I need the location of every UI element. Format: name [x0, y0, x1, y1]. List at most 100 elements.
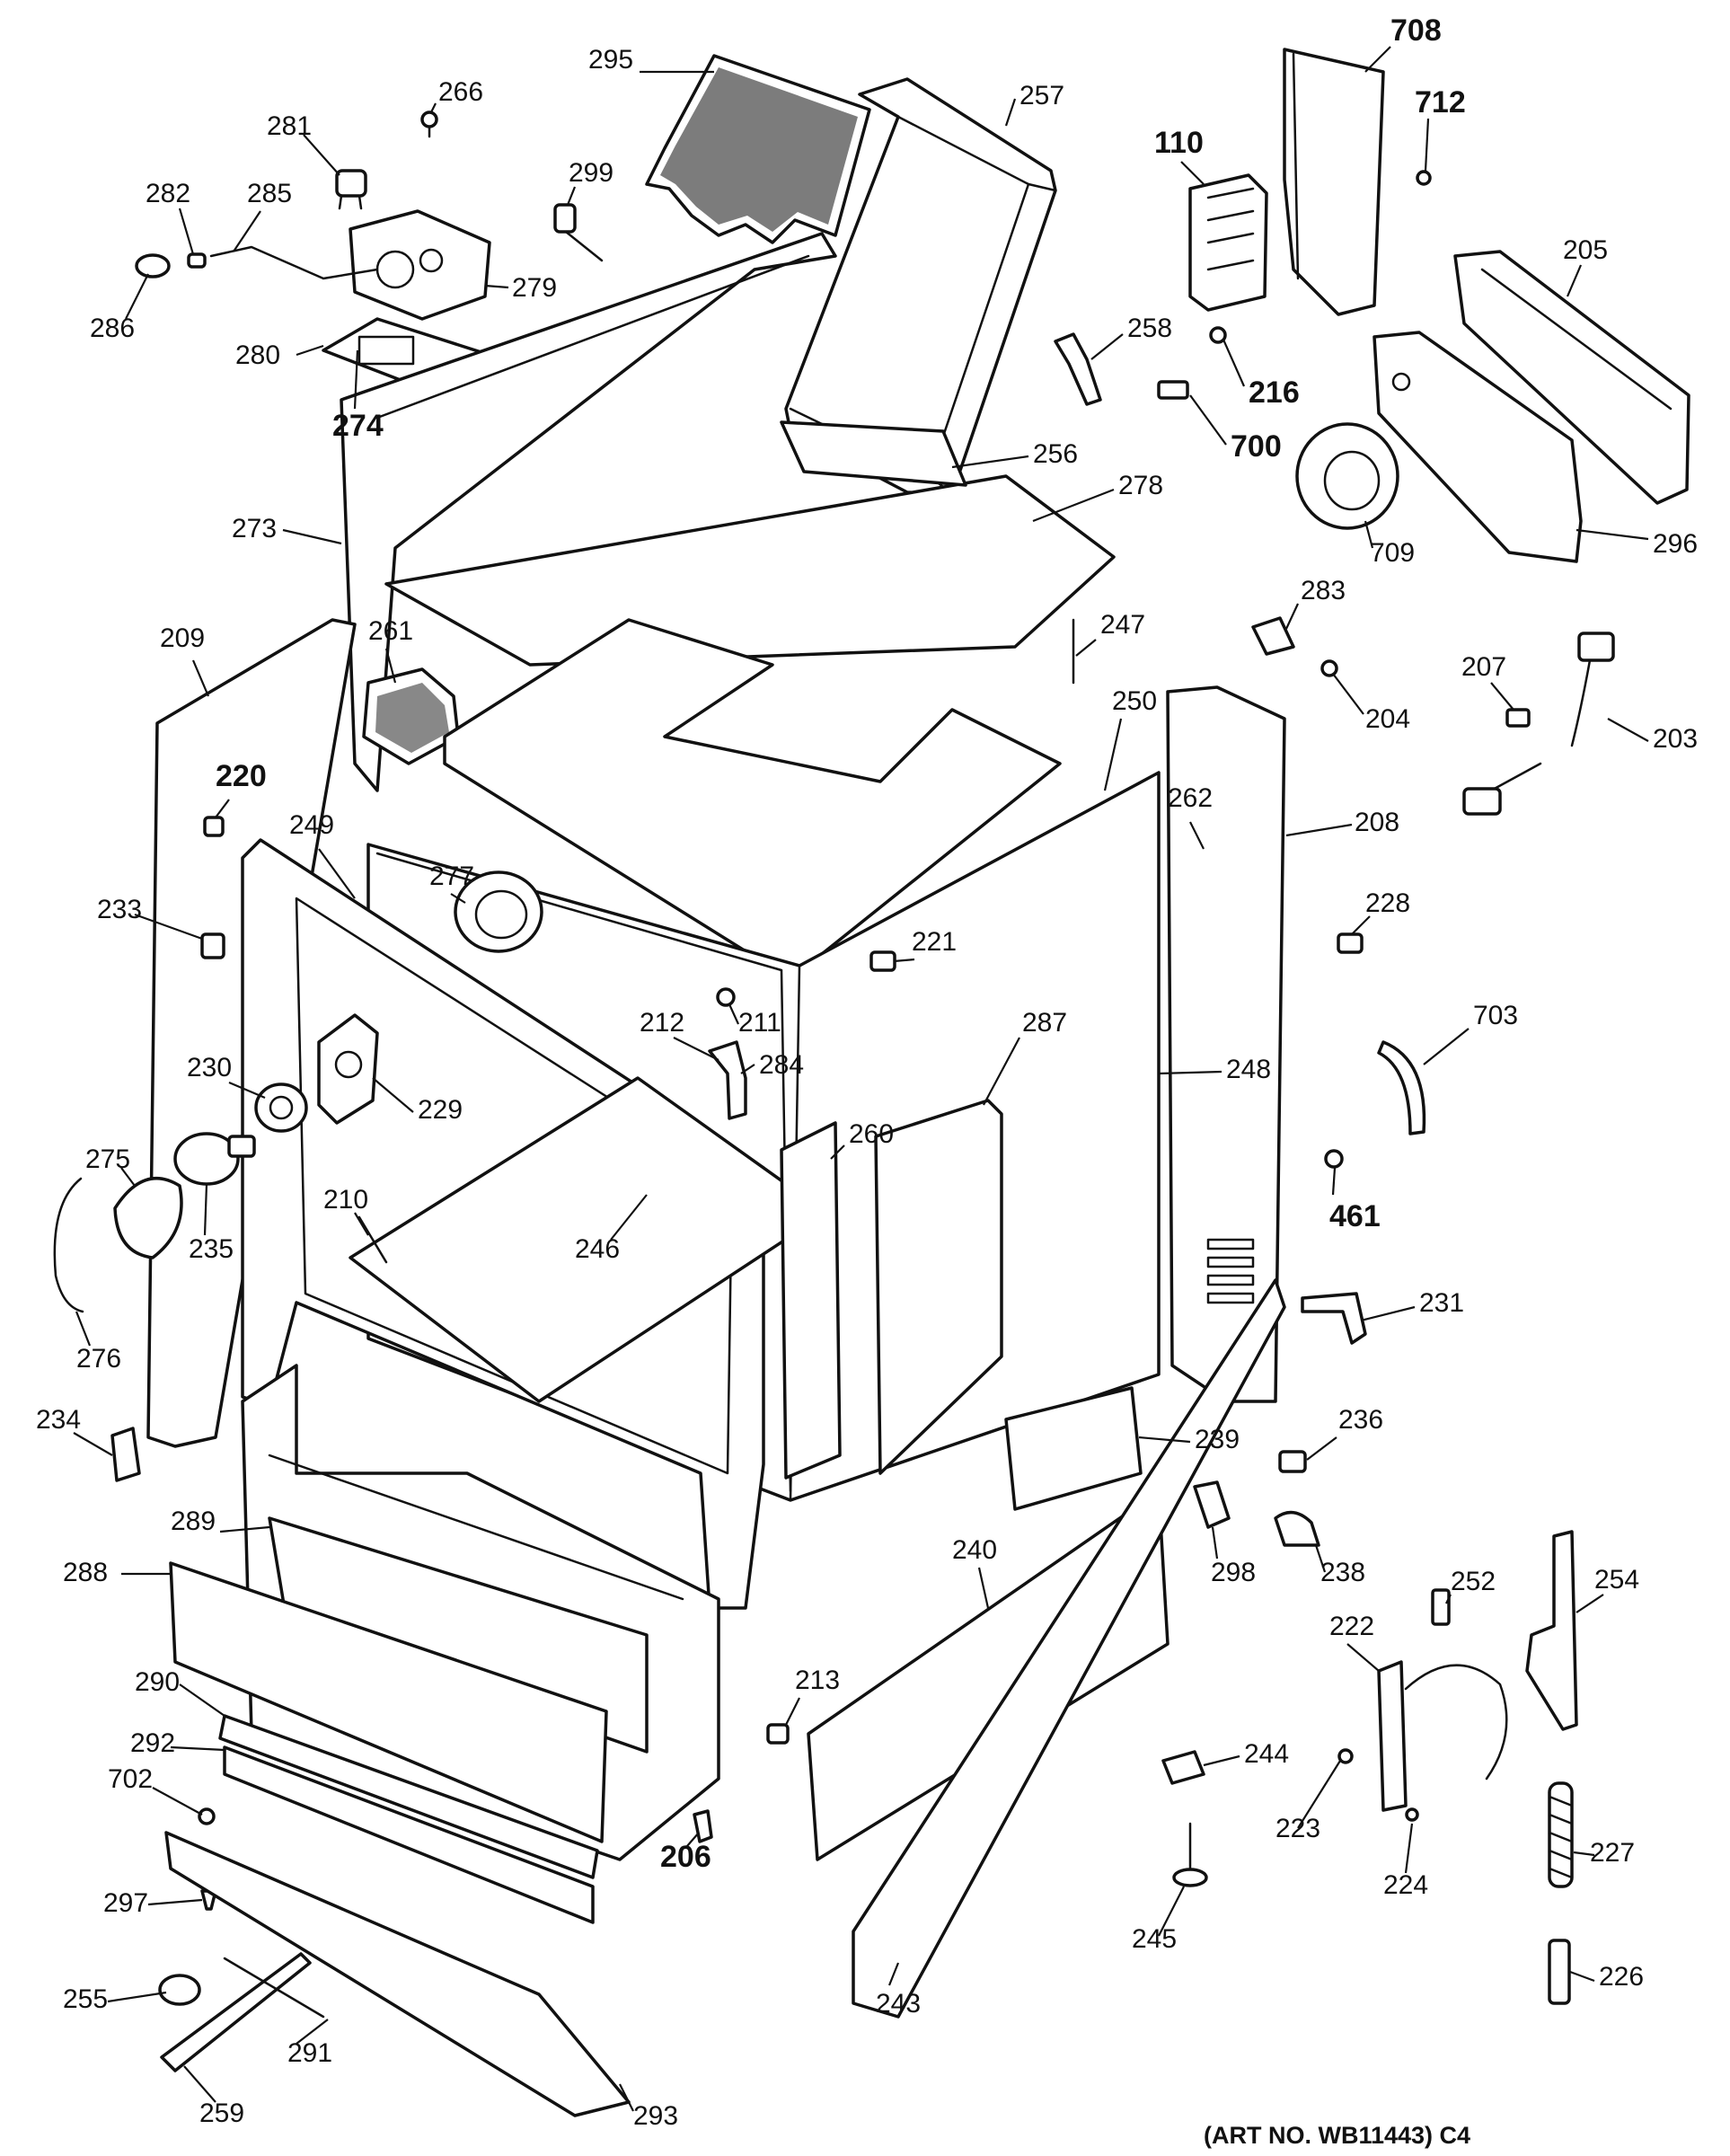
callout-280: 280: [235, 340, 280, 370]
callout-245: 245: [1132, 1924, 1177, 1954]
callout-223: 223: [1275, 1814, 1320, 1843]
callout-203: 203: [1653, 724, 1698, 754]
leader-line-227: [1573, 1851, 1595, 1857]
callout-210: 210: [323, 1185, 368, 1215]
leader-line-461: [1331, 1167, 1337, 1196]
leader-line-203: [1607, 718, 1649, 742]
callout-222: 222: [1329, 1612, 1374, 1641]
oven-top: [443, 618, 1062, 981]
parts-drawing: [53, 48, 1690, 2117]
callout-261: 261: [368, 616, 413, 646]
part-295-insulation-pad: [645, 54, 871, 244]
callout-282: 282: [146, 179, 190, 208]
leader-line-211: [728, 1003, 740, 1025]
part-244-bracket: [1161, 1750, 1205, 1785]
callout-231: 231: [1419, 1288, 1464, 1318]
part-702-nut: [198, 1807, 216, 1825]
part-224-washer: [1405, 1807, 1419, 1822]
part-222-hinge-arm: [1404, 1664, 1508, 1780]
callout-233: 233: [97, 895, 142, 924]
leader-line-297: [147, 1898, 203, 1906]
leader-line-284: [740, 1064, 755, 1074]
leader-line-712: [1424, 118, 1430, 172]
part-709-ring: [1295, 422, 1399, 530]
callout-220: 220: [216, 759, 267, 793]
callout-709: 709: [1370, 538, 1415, 568]
callout-702: 702: [108, 1764, 153, 1794]
part-288-drawer-front: [169, 1561, 608, 1843]
leader-line-244: [1203, 1754, 1240, 1767]
part-236-clip: [1278, 1450, 1307, 1473]
callout-235: 235: [189, 1234, 234, 1264]
leader-line-223: [1297, 1760, 1341, 1829]
callout-273: 273: [232, 514, 277, 543]
callout-262: 262: [1168, 783, 1213, 813]
part-256-gasket: [780, 420, 967, 487]
callout-238: 238: [1320, 1558, 1365, 1587]
leader-line-204: [1332, 673, 1364, 715]
callout-286: 286: [90, 314, 135, 343]
callout-247: 247: [1100, 610, 1145, 640]
part-276-wire-retainer: [53, 1177, 84, 1313]
callout-293: 293: [633, 2101, 678, 2131]
part-205-rear-bracket: [1453, 250, 1690, 505]
leader-line-254: [1576, 1594, 1604, 1613]
leader-line-275: [120, 1167, 136, 1187]
part-703-arc-bracket: [1377, 1040, 1426, 1135]
leader-line-703: [1423, 1028, 1470, 1065]
part-231-bracket: [1301, 1292, 1367, 1345]
part-290-drawer-rail: [218, 1714, 599, 1879]
leader-line-224: [1404, 1823, 1414, 1874]
part-283-clip: [1251, 616, 1295, 656]
leader-line-293: [619, 2083, 634, 2112]
callout-295: 295: [588, 45, 633, 75]
part-238-clamp: [1274, 1510, 1320, 1547]
part-287-panel: [874, 1099, 1003, 1475]
leader-line-216: [1222, 339, 1246, 387]
leader-line-278: [1032, 488, 1115, 523]
leader-line-283: [1285, 603, 1299, 630]
leader-lines: [73, 46, 1649, 2112]
part-293-base-pan: [164, 1831, 631, 2117]
callout-703: 703: [1473, 1001, 1518, 1030]
leader-line-700: [1189, 394, 1227, 446]
leader-line-238: [1314, 1544, 1327, 1573]
part-275-lens: [113, 1177, 183, 1259]
leader-line-299: [566, 186, 577, 206]
leader-line-296: [1576, 528, 1649, 541]
part-222-hinge: [1377, 1660, 1408, 1812]
part-296-shield: [1373, 331, 1583, 563]
leader-line-259: [183, 2065, 216, 2103]
leader-line-702: [152, 1787, 203, 1816]
callout-206: 206: [660, 1840, 711, 1874]
callout-287: 287: [1022, 1008, 1067, 1038]
part-273-side-panel: [340, 232, 837, 792]
callout-288: 288: [63, 1558, 108, 1587]
callout-256: 256: [1033, 439, 1078, 469]
callout-246: 246: [575, 1234, 620, 1264]
callout-221: 221: [912, 927, 957, 957]
callout-226: 226: [1599, 1962, 1644, 1992]
leader-line-285: [233, 210, 261, 252]
callout-285: 285: [247, 179, 292, 208]
leader-line-281: [303, 134, 340, 176]
part-261-insulation: [362, 667, 460, 765]
leader-line-228: [1351, 915, 1371, 935]
part-278-top-panel: [384, 474, 1116, 667]
callout-213: 213: [795, 1666, 840, 1695]
leader-line-291: [296, 2019, 329, 2045]
leader-line-248: [1158, 1070, 1222, 1075]
part-233-socket: [200, 932, 225, 959]
part-110-igniter-module: [1188, 173, 1268, 312]
leader-line-221: [893, 958, 915, 963]
callout-278: 278: [1118, 471, 1163, 500]
callout-708: 708: [1390, 13, 1442, 48]
part-239-panel: [1004, 1386, 1143, 1511]
callout-281: 281: [267, 111, 312, 141]
part-206-screw: [693, 1809, 713, 1843]
part-207-clip: [1505, 708, 1531, 728]
part-260-panel: [780, 1121, 842, 1480]
callout-205: 205: [1563, 235, 1608, 265]
part-230-lamp-socket: [254, 1082, 308, 1133]
